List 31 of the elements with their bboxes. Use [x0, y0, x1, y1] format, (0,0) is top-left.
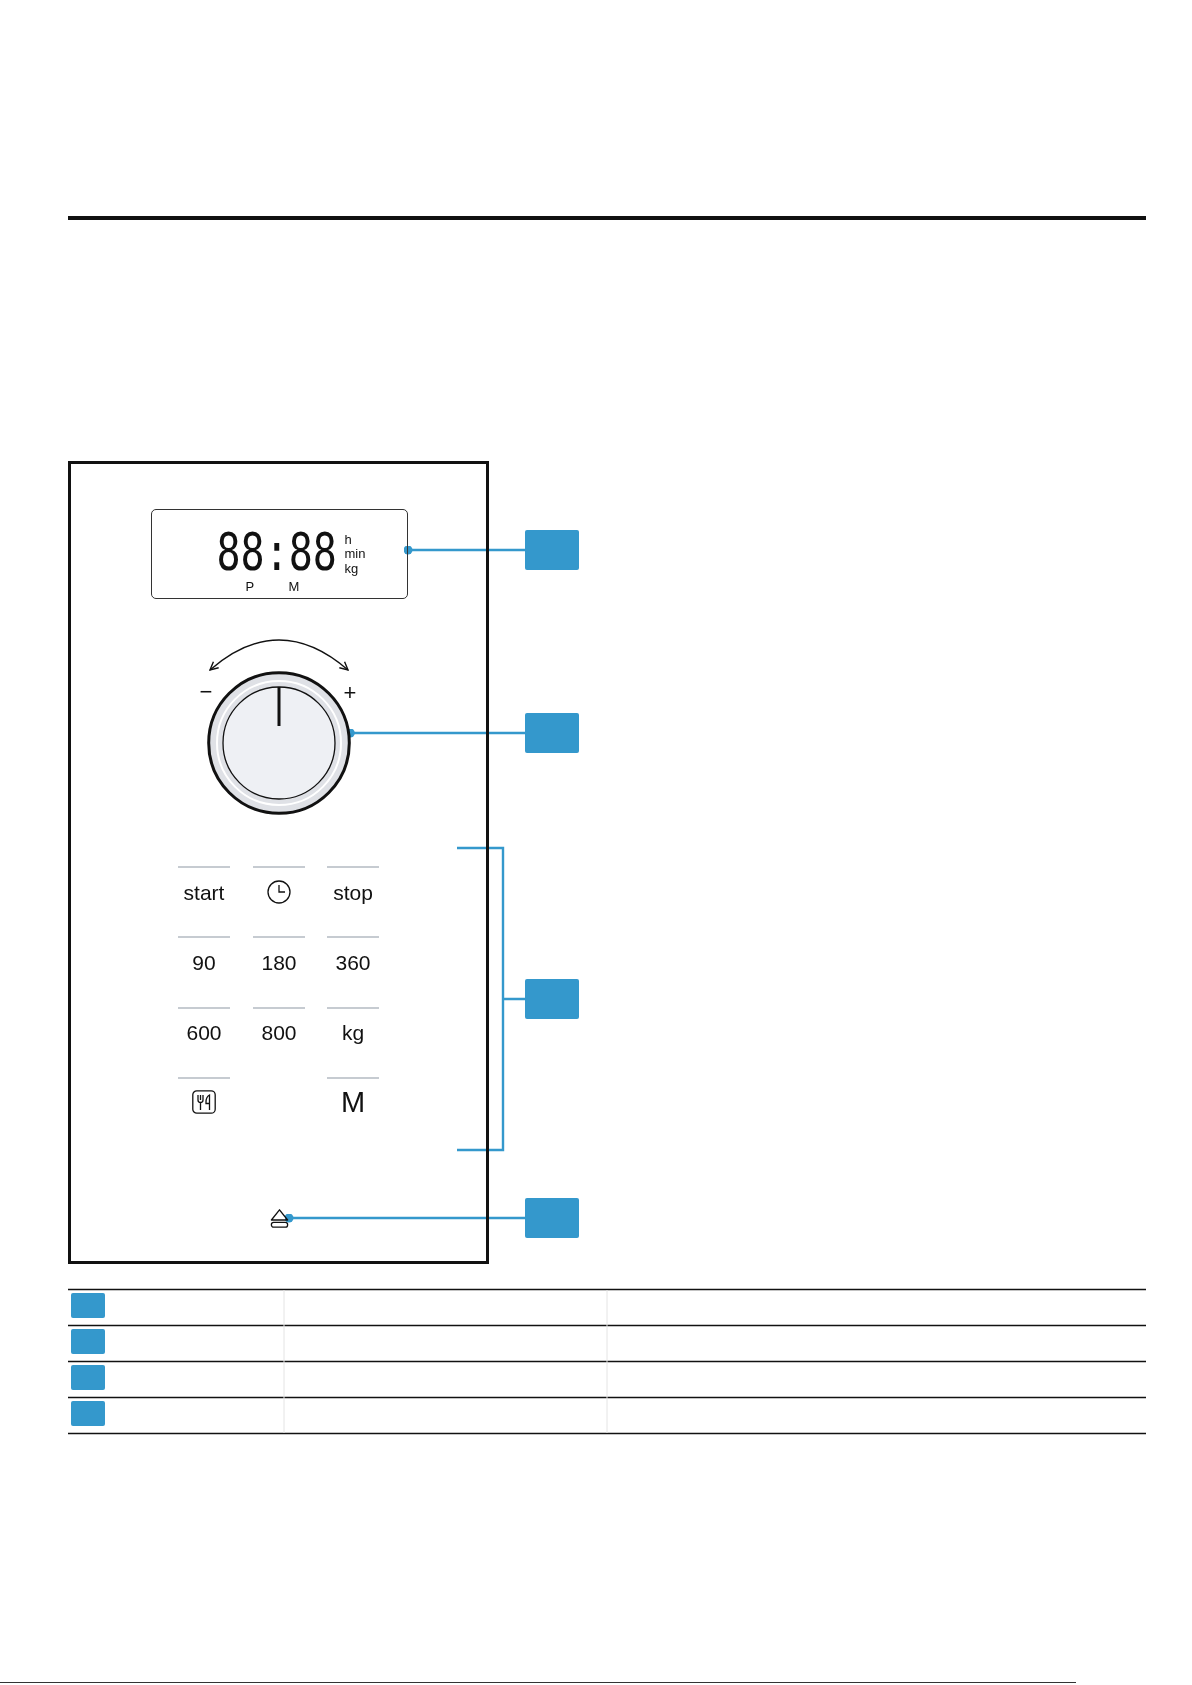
control-panel: [68, 461, 489, 1264]
key-marker: [71, 1329, 105, 1354]
callout-marker: [525, 713, 579, 753]
unit-label: h: [344, 532, 352, 546]
lcd-display: [151, 509, 408, 599]
time-readout: 88:88: [216, 525, 337, 577]
eject-icon: [270, 1209, 289, 1228]
key-label: 90: [192, 951, 216, 973]
indicator-label: M: [288, 579, 300, 593]
key-label: start: [183, 881, 225, 903]
key-label: stop: [333, 881, 373, 903]
callout-marker: [525, 1198, 579, 1238]
indicator-label: P: [245, 579, 255, 593]
leader-line: [284, 1213, 525, 1223]
unit-label: min: [344, 546, 366, 560]
minus-sign: −: [199, 681, 213, 703]
key-label: 600: [186, 1021, 222, 1043]
unit-label: kg: [344, 561, 359, 575]
plus-sign: +: [343, 682, 357, 704]
key-label: M: [340, 1087, 366, 1117]
key-marker: [71, 1401, 105, 1426]
callout-marker: [525, 979, 579, 1019]
callout-marker: [525, 530, 579, 570]
key-label: 800: [261, 1021, 297, 1043]
bracket-leader: [455, 846, 527, 1152]
key-label: 360: [335, 951, 371, 973]
key-label: 180: [261, 951, 297, 973]
key-label: kg: [341, 1021, 365, 1043]
key-marker: [71, 1293, 105, 1318]
key-marker: [71, 1365, 105, 1390]
leader-line: [403, 545, 525, 555]
